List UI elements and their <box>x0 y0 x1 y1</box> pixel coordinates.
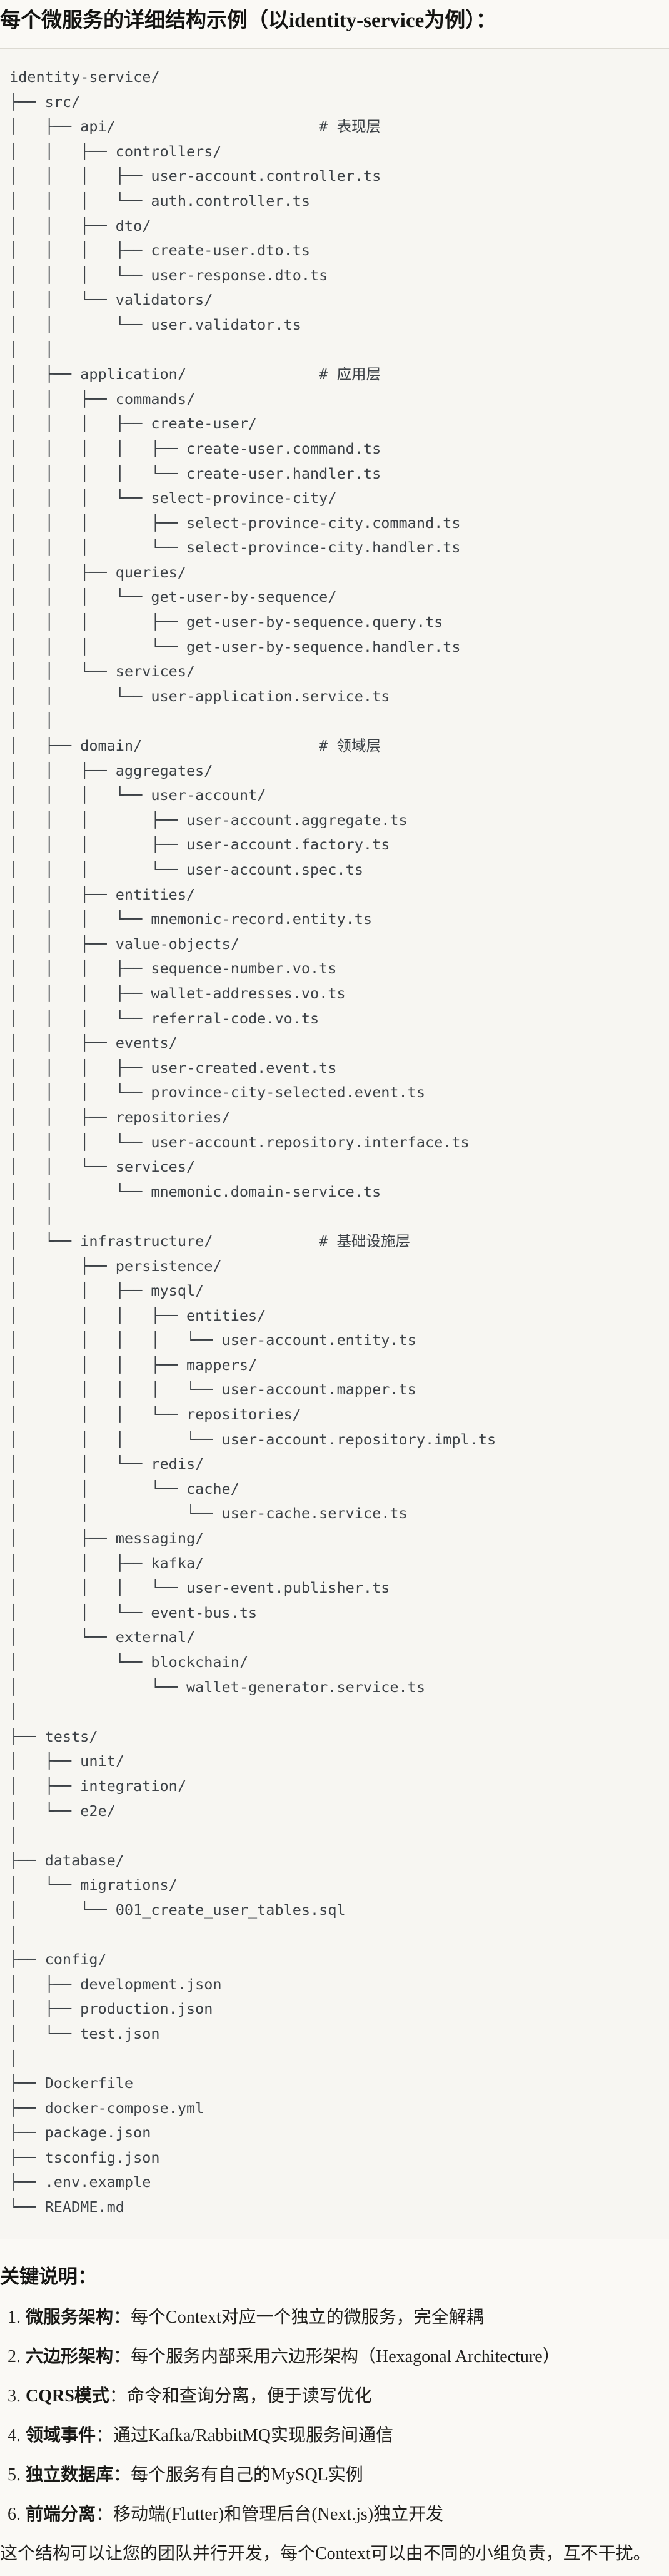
item-number: 2. <box>8 2346 21 2366</box>
item-number: 3. <box>8 2386 21 2406</box>
item-label: 领域事件 <box>26 2425 96 2445</box>
list-item: 6.前端分离：移动端(Flutter)和管理后台(Next.js)独立开发 <box>8 2503 669 2525</box>
item-text: ：通过Kafka/RabbitMQ实现服务间通信 <box>96 2425 393 2445</box>
document-page: { "title": "每个微服务的详细结构示例（以identity-servi… <box>0 6 669 2576</box>
key-points-list: 1.微服务架构：每个Context对应一个独立的微服务，完全解耦 2.六边形架构… <box>0 2306 669 2525</box>
item-label: 六边形架构 <box>26 2346 114 2366</box>
item-text: ：每个Context对应一个独立的微服务，完全解耦 <box>113 2307 484 2327</box>
item-label: 微服务架构 <box>26 2307 114 2327</box>
item-number: 5. <box>8 2465 21 2485</box>
list-item: 4.领域事件：通过Kafka/RabbitMQ实现服务间通信 <box>8 2425 669 2447</box>
item-text: ：每个服务内部采用六边形架构（Hexagonal Architecture） <box>113 2346 560 2366</box>
item-label: 前端分离 <box>26 2504 96 2524</box>
item-number: 1. <box>8 2307 21 2327</box>
item-text: ：移动端(Flutter)和管理后台(Next.js)独立开发 <box>96 2504 444 2524</box>
key-points-section: 关键说明： 1.微服务架构：每个Context对应一个独立的微服务，完全解耦 2… <box>0 2263 669 2565</box>
list-item: 5.独立数据库：每个服务有自己的MySQL实例 <box>8 2464 669 2486</box>
item-text: ：每个服务有自己的MySQL实例 <box>113 2465 363 2485</box>
item-number: 4. <box>8 2425 21 2445</box>
item-label: 独立数据库 <box>26 2465 114 2485</box>
list-item: 3.CQRS模式：命令和查询分离，便于读写优化 <box>8 2385 669 2407</box>
page-title: 每个微服务的详细结构示例（以identity-service为例）： <box>0 9 496 32</box>
list-item: 1.微服务架构：每个Context对应一个独立的微服务，完全解耦 <box>8 2306 669 2328</box>
item-label: CQRS模式 <box>26 2386 109 2406</box>
item-number: 6. <box>8 2504 21 2524</box>
closing-note: 这个结构可以让您的团队并行开发，每个Context可以由不同的小组负责，互不干扰… <box>0 2543 651 2563</box>
list-item: 2.六边形架构：每个服务内部采用六边形架构（Hexagonal Architec… <box>8 2346 669 2368</box>
directory-tree-code-block: identity-service/ ├── src/ │ ├── api/ # … <box>0 48 669 2239</box>
item-text: ：命令和查询分离，便于读写优化 <box>109 2386 372 2406</box>
key-points-heading: 关键说明： <box>0 2265 97 2288</box>
